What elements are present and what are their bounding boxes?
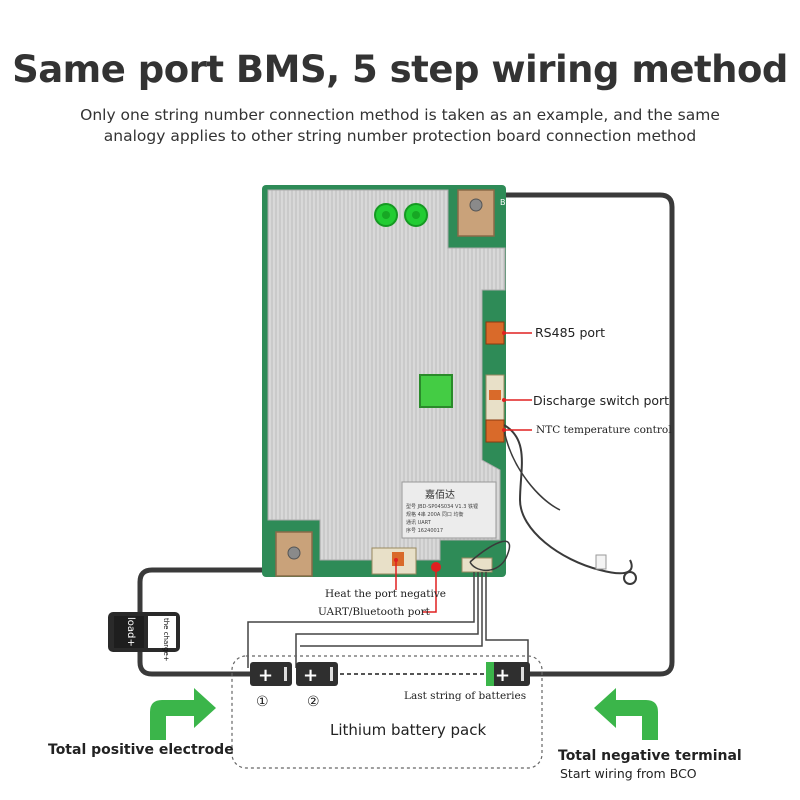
load-label: load+: [125, 617, 136, 647]
total-positive-label: Total positive electrode: [48, 742, 234, 758]
charge-label: the charge+: [162, 618, 170, 662]
subtitle-line-2: analogy applies to other string number p…: [103, 127, 697, 145]
heat-port-label: Heat the port negative: [325, 588, 447, 600]
negative-arrow-icon: [594, 688, 658, 740]
discharge-switch-label: Discharge switch port: [533, 393, 670, 408]
balance-wire-2: [295, 572, 479, 668]
positive-arrow-icon: [150, 688, 216, 740]
balance-wire-last: [485, 572, 529, 668]
board-sticker: [401, 481, 497, 539]
svg-text:+: +: [258, 665, 273, 686]
step-2-label: ②: [307, 694, 320, 710]
battery-cell-2: +: [296, 662, 338, 686]
page-title: Same port BMS, 5 step wiring method: [12, 48, 788, 91]
balance-connector: [461, 557, 493, 573]
sticker-line-2: 规格 4串 200A 同口 均衡: [406, 511, 464, 518]
svg-text:+: +: [303, 665, 318, 686]
heatsink: [267, 189, 506, 561]
ntc-wire: [503, 424, 633, 575]
total-negative-label: Total negative terminal: [558, 748, 742, 764]
svg-text:+: +: [495, 665, 510, 686]
svg-text:B: B: [500, 198, 506, 207]
uart-label: UART/Bluetooth port: [318, 606, 430, 618]
led-window: [419, 374, 453, 408]
battery-cell-last: +: [486, 662, 530, 686]
step-1-label: ①: [256, 694, 269, 710]
sticker-line-1: 型号 JBD-SP04S034 V1.3 铁锂: [406, 503, 478, 510]
rs485-connector: [485, 321, 505, 345]
battery-pack-label: Lithium battery pack: [330, 721, 487, 739]
ntc-connector: [485, 419, 505, 443]
sticker-line-4: 序号 16240017: [406, 527, 443, 534]
battery-cell-1: +: [250, 662, 292, 686]
ntc-label: NTC temperature control: [536, 424, 672, 436]
rs485-label: RS485 port: [535, 325, 606, 340]
sticker-brand: 嘉佰达: [425, 488, 455, 501]
main-wire-negative: [490, 192, 675, 677]
balance-wire-3: [300, 572, 483, 647]
sticker-line-3: 通讯 UART: [406, 519, 432, 526]
battery-pack-box: [231, 655, 543, 769]
b-minus-terminal: [457, 189, 495, 237]
last-string-label: Last string of batteries: [404, 690, 527, 702]
balance-wire-1: [247, 572, 475, 668]
uart-pointer: [422, 567, 437, 613]
subtitle-line-1: Only one string number connection method…: [80, 106, 720, 124]
start-wiring-label: Start wiring from BCO: [560, 766, 697, 781]
